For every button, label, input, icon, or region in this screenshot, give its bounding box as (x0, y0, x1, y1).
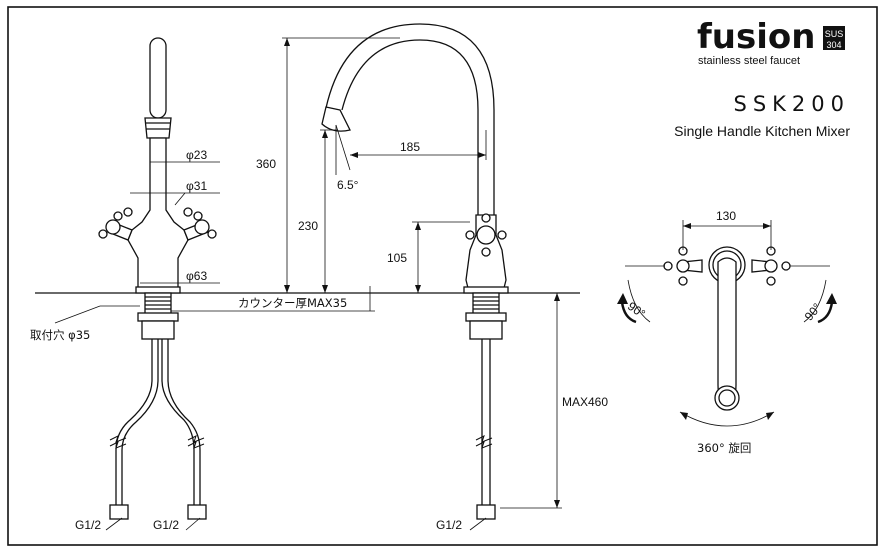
model-code: SSK200 (733, 92, 850, 116)
top-rotation-arrowheads (617, 293, 837, 304)
dim-diameter-63: φ63 (186, 269, 207, 283)
side-base-flange (463, 286, 509, 294)
dim-handle-height: 105 (387, 251, 407, 265)
side-lock-nut (465, 312, 507, 322)
front-right-handle-hub (194, 219, 210, 235)
side-shank (472, 292, 500, 316)
top-left-handle-hub (676, 259, 690, 273)
dim-mounting-hole: 取付穴 φ35 (30, 328, 90, 342)
top-dimension-lines (625, 220, 830, 427)
dim-thread-right: G1/2 (436, 518, 462, 532)
front-left-fitting (109, 504, 129, 520)
side-fitting (476, 504, 496, 520)
front-lower-shank (141, 320, 175, 340)
front-thread-leaders (105, 517, 201, 531)
front-spout-tube (149, 37, 167, 119)
front-body (127, 137, 189, 289)
badge-text-bottom: 304 (826, 40, 841, 50)
side-view (321, 23, 509, 520)
dim-thread-middle: G1/2 (153, 518, 179, 532)
top-spout-body (717, 257, 737, 406)
dim-spout-angle: 6.5° (337, 178, 359, 192)
top-right-handle-hub (764, 259, 778, 273)
badge-text-top: SUS (825, 29, 844, 39)
side-lower-shank (469, 320, 503, 340)
dim-total-height: 360 (256, 157, 276, 171)
brand-tagline: stainless steel faucet (698, 55, 800, 67)
front-lock-nut (137, 312, 179, 322)
side-handle-hub (476, 225, 496, 245)
front-aerator (144, 117, 172, 139)
dim-spout-outlet-height: 230 (298, 219, 318, 233)
brand-wordmark: fusion (697, 17, 815, 57)
dim-thread-left: G1/2 (75, 518, 101, 532)
top-arrowheads (680, 223, 774, 420)
front-left-handle-hub (105, 219, 121, 235)
dim-handle-span: 130 (716, 209, 736, 223)
brand-block: fusion SUS 304 stainless steel faucet SS… (674, 17, 850, 139)
side-dimension-lines (282, 37, 562, 531)
dim-supply-length: MAX460 (562, 395, 608, 409)
front-shank (144, 292, 172, 316)
side-spout-outer (341, 39, 479, 215)
front-base-flange (135, 286, 181, 294)
front-right-fitting (187, 504, 207, 520)
dim-spout-reach: 185 (400, 140, 420, 154)
top-rotation-arrows (620, 301, 834, 324)
dim-diameter-23: φ23 (186, 148, 207, 162)
front-hose-break-marks (109, 435, 205, 449)
side-spout-inner (325, 23, 495, 215)
sus304-badge (823, 26, 845, 50)
top-view (663, 246, 791, 411)
drawing-border (7, 6, 878, 546)
side-hose-break-marks (475, 435, 493, 449)
dim-spout-rotation: 360° 旋回 (697, 441, 751, 455)
dim-diameter-31: φ31 (186, 179, 207, 193)
model-description: Single Handle Kitchen Mixer (674, 123, 850, 139)
dim-counter-thickness: カウンター厚MAX35 (238, 296, 347, 310)
front-view (98, 37, 217, 520)
dimension-arrowheads (284, 38, 560, 508)
front-dimension-lines (54, 161, 220, 324)
